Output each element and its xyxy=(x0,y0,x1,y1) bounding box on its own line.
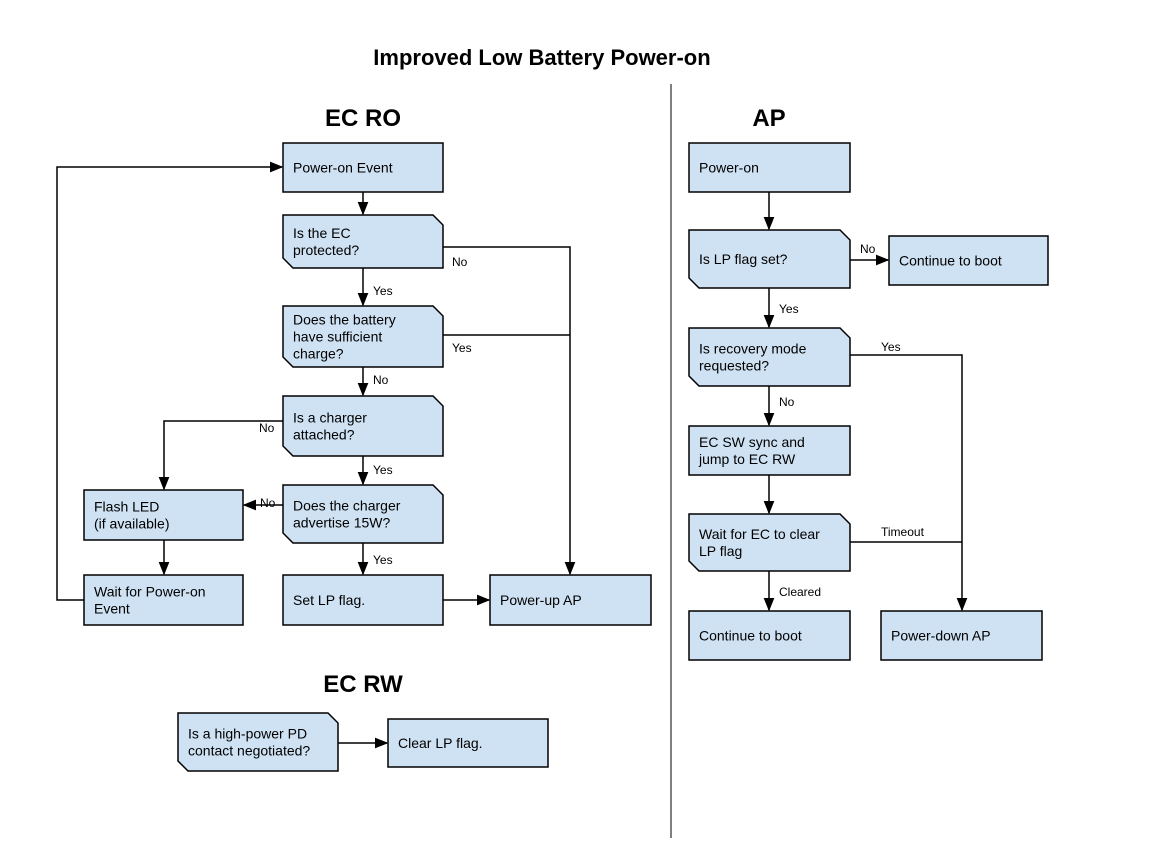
edge-label: Yes xyxy=(452,341,472,355)
edge-ro-ec-protected-to-ro-powerup-ap xyxy=(443,246,576,576)
decision-box xyxy=(688,513,851,572)
node-label: requested? xyxy=(699,358,769,374)
node-label: protected? xyxy=(293,242,359,258)
process-box xyxy=(282,142,444,193)
node-label: EC SW sync and xyxy=(699,434,805,450)
edge-label: No xyxy=(259,421,275,435)
process-box xyxy=(888,235,1049,286)
node-label: Flash LED xyxy=(94,499,159,515)
edge-label: Yes xyxy=(881,340,901,354)
edge-label: No xyxy=(452,255,468,269)
node-ro-power-on: Power-on Event xyxy=(282,142,444,193)
node-label: Is a charger xyxy=(293,410,367,426)
node-ap-power-on: Power-on xyxy=(688,142,851,193)
edge-label: No xyxy=(860,242,876,256)
decision-box xyxy=(688,327,851,387)
edge-label: Yes xyxy=(373,553,393,567)
node-ro-set-lp: Set LP flag. xyxy=(282,574,444,626)
node-label: attached? xyxy=(293,427,355,443)
decision-box xyxy=(282,305,444,368)
node-label: LP flag xyxy=(699,543,742,559)
node-label: Power-on xyxy=(699,160,759,176)
edge-label: No xyxy=(779,395,795,409)
node-label: advertise 15W? xyxy=(293,515,390,531)
node-label: (if available) xyxy=(94,516,169,532)
section-title-ec-rw: EC RW xyxy=(323,671,403,698)
process-box xyxy=(688,610,851,661)
node-rw-clear: Clear LP flag. xyxy=(387,718,549,768)
process-box xyxy=(688,142,851,193)
section-title-ec-ro: EC RO xyxy=(325,105,401,132)
page-title: Improved Low Battery Power-on xyxy=(373,45,710,70)
node-label: Continue to boot xyxy=(899,253,1002,269)
process-box xyxy=(83,489,244,541)
process-box xyxy=(387,718,549,768)
node-label: Is a high-power PD xyxy=(188,726,307,742)
node-label: Is recovery mode xyxy=(699,341,807,357)
node-label: Is the EC xyxy=(293,225,351,241)
node-label: Continue to boot xyxy=(699,628,802,644)
decision-box xyxy=(282,484,444,544)
node-ap-powerdown: Power-down AP xyxy=(880,610,1043,661)
edge-ap-recovery-to-ap-powerdown xyxy=(850,354,968,612)
node-label: Power-down AP xyxy=(891,628,991,644)
node-label: Wait for Power-on xyxy=(94,584,206,600)
decision-box xyxy=(177,712,339,772)
node-label: have sufficient xyxy=(293,329,382,345)
edge-label: Timeout xyxy=(881,525,925,539)
edge-label: Yes xyxy=(779,302,799,316)
node-label: Power-up AP xyxy=(500,592,582,608)
node-label: Power-on Event xyxy=(293,160,393,176)
edge-ro-charger-to-ro-flash xyxy=(158,420,283,491)
section-title-ap: AP xyxy=(752,105,785,132)
node-ap-continue-2: Continue to boot xyxy=(688,610,851,661)
node-label: Wait for EC to clear xyxy=(699,526,820,542)
process-box xyxy=(489,574,652,626)
edge-label: No xyxy=(260,496,276,510)
node-ro-powerup-ap: Power-up AP xyxy=(489,574,652,626)
edge-label: Yes xyxy=(373,284,393,298)
edge-ro-wait-to-ro-power-on xyxy=(56,161,284,601)
node-label: jump to EC RW xyxy=(698,451,796,467)
node-label: Clear LP flag. xyxy=(398,735,483,751)
process-box xyxy=(83,574,244,626)
node-ro-flash: Flash LED(if available) xyxy=(83,489,244,541)
process-box xyxy=(688,425,851,476)
node-ap-lp-set: Is LP flag set? xyxy=(688,229,851,289)
decision-box xyxy=(688,229,851,289)
node-label: contact negotiated? xyxy=(188,743,310,759)
edge-label: Yes xyxy=(373,463,393,477)
node-label: Is LP flag set? xyxy=(699,251,788,267)
edge-label: No xyxy=(373,373,389,387)
node-label: Set LP flag. xyxy=(293,592,365,608)
node-ap-continue-1: Continue to boot xyxy=(888,235,1049,286)
process-box xyxy=(282,574,444,626)
node-label: Does the battery xyxy=(293,312,396,328)
decision-box xyxy=(282,214,444,269)
node-label: Does the charger xyxy=(293,498,401,514)
decision-box xyxy=(282,395,444,457)
node-label: Event xyxy=(94,601,130,617)
node-label: charge? xyxy=(293,346,344,362)
process-box xyxy=(880,610,1043,661)
edge-label: Cleared xyxy=(779,585,821,599)
